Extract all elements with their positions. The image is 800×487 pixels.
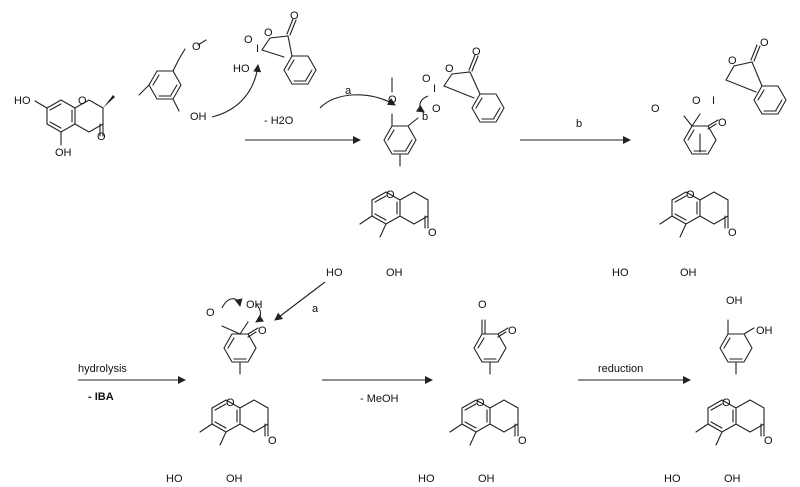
atom-label-oh-catechol-2: OH [756, 325, 773, 337]
atom-label-oh-5-6: OH [724, 473, 741, 485]
step4-label-bottom: - IBA [88, 391, 114, 403]
atom-label-iodine: I [256, 43, 259, 55]
atom-label-o-ring-3: O [686, 189, 695, 201]
atom-label-o-lactone: O [264, 27, 273, 39]
atom-label-o-carbonyl-4: O [268, 435, 277, 447]
atom-label-oh-5-2: OH [386, 267, 403, 279]
atom-label-o-quinone-1: O [478, 299, 487, 311]
atom-label-o-ketone-3: O [718, 117, 727, 129]
atom-label-ho-7-2: HO [326, 267, 343, 279]
atom-label-o-lactone-carbonyl: O [290, 10, 299, 22]
atom-label-o-link-3: O [692, 95, 701, 107]
atom-label-o-lactone-carbonyl-3: O [760, 37, 769, 49]
atom-label-ho-7-6: HO [664, 473, 681, 485]
atom-label-o-carbonyl: O [97, 131, 106, 143]
atom-label-o-carbonyl-6: O [764, 435, 773, 447]
atom-label-o-ring-6: O [722, 397, 731, 409]
atom-label-ho-7: HO [14, 95, 31, 107]
atom-label-o-methoxy-2: O [388, 94, 397, 106]
atom-label-iodine-3: I [712, 95, 715, 107]
atom-label-o-lactone-3: O [728, 55, 737, 67]
atom-label-o-ketone-4: O [258, 325, 267, 337]
atom-label-b-marker: b [422, 111, 428, 123]
atom-label-o-methoxy: O [192, 41, 201, 53]
atom-label-o-ring-5: O [476, 397, 485, 409]
molecule-ibx: O O I O HO [233, 10, 317, 85]
step2-label: b [576, 118, 582, 130]
atom-label-ho-7-3: HO [612, 267, 629, 279]
molecule-dearomatized-intermediate: O O O I O O O O HO OH [612, 37, 787, 279]
atom-label-o-carbonyl-2: O [428, 227, 437, 239]
step1-label: - H2O [264, 115, 294, 127]
molecule-adduct: O O b I O O O O O HO OH [326, 46, 505, 279]
atom-label-o-ring: O [78, 95, 87, 107]
atom-label-o-aryl-2: O [432, 103, 441, 115]
atom-label-o-methoxy-3: O [651, 103, 660, 115]
atom-label-ho-7-5: HO [418, 473, 435, 485]
atom-label-oh-5-3: OH [680, 267, 697, 279]
atom-label-o-ring-4: O [226, 397, 235, 409]
atom-label-o-lactone-2: O [445, 63, 454, 75]
atom-label-iodine-2: I [433, 83, 436, 95]
atom-label-o-iodyl-2: O [422, 73, 431, 85]
step4-label-top: hydrolysis [78, 363, 127, 375]
step6-label: reduction [598, 363, 643, 375]
step1-letter: a [345, 85, 352, 97]
atom-label-oh-catechol-1: OH [726, 295, 743, 307]
atom-label-oh-5-4: OH [226, 473, 243, 485]
molecule-catechol-product: OH OH O O HO OH [664, 295, 773, 485]
atom-label-o-methoxy-4: O [206, 307, 215, 319]
atom-label-o-iodyl: O [244, 34, 253, 46]
molecule-hesperetin: HO O OH O O OH [14, 39, 207, 159]
atom-label-ho-ibx: HO [233, 63, 250, 75]
atom-label-o-ring-2: O [386, 189, 395, 201]
atom-label-oh-5: OH [55, 147, 72, 159]
atom-label-o-carbonyl-3: O [728, 227, 737, 239]
atom-label-ho-7-4: HO [166, 473, 183, 485]
atom-label-o-lactone-carbonyl-2: O [472, 46, 481, 58]
atom-label-o-quinone-2: O [508, 325, 517, 337]
molecule-hemiketal: O OH O O O HO OH [166, 298, 277, 485]
atom-label-oh-3prime: OH [190, 111, 207, 123]
atom-label-o-carbonyl-5: O [518, 435, 527, 447]
step5-label: - MeOH [360, 393, 399, 405]
atom-label-oh-5-5: OH [478, 473, 495, 485]
step3-letter: a [312, 303, 319, 315]
molecule-ortho-quinone: O O O O HO OH [418, 299, 527, 485]
